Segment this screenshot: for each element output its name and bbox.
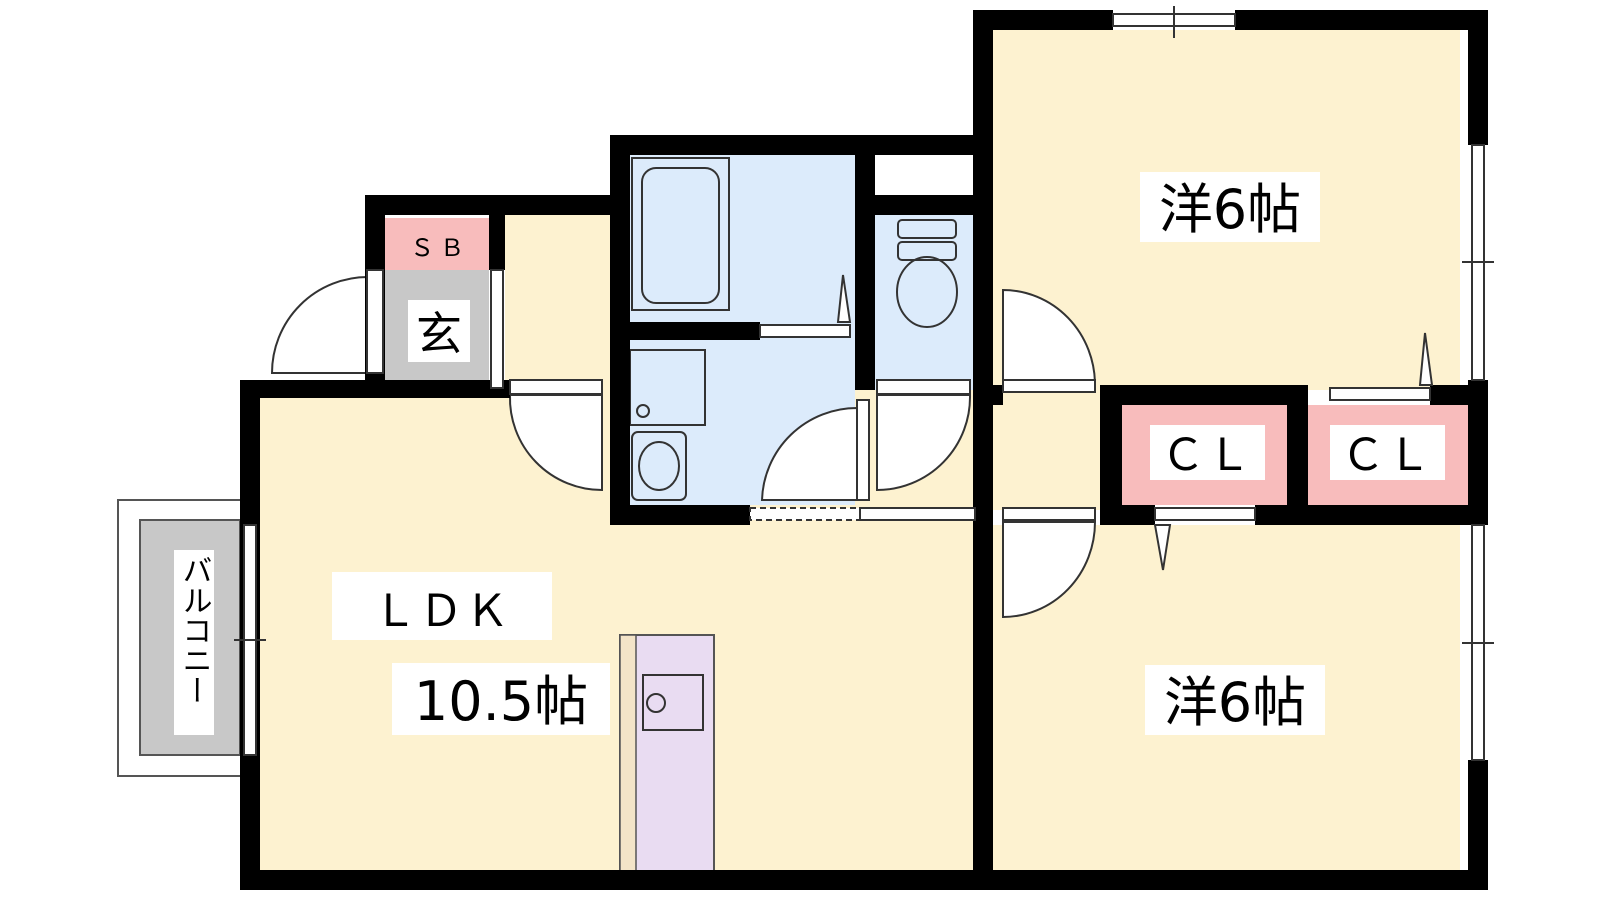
washbasin-tap [636, 404, 650, 418]
western-room-2-label: 洋6帖 [1164, 671, 1306, 734]
ldk-label: ＬＤＫ [373, 586, 511, 637]
toilet-tank [897, 219, 957, 239]
wall-closet-bottom-b [1255, 505, 1480, 525]
toilet-bowl [896, 256, 958, 328]
closet2-opening-mark [1418, 332, 1434, 386]
balcony-label: バルコニー [177, 555, 212, 705]
closet-2-label: ＣＬ [1341, 430, 1433, 481]
toilet-seat-back [897, 241, 957, 261]
entrance-door-leaf [366, 269, 384, 374]
bathtub-outer [631, 157, 730, 311]
kitchen-drain [646, 693, 666, 713]
kitchen-sink [642, 674, 704, 731]
wall-closet-left [1100, 385, 1122, 525]
toilet-door-leaf [876, 379, 971, 395]
corridor-floor [505, 215, 610, 390]
room1-label-bg [1140, 172, 1320, 242]
wall-closet-top-b [1430, 385, 1480, 405]
closet1-label-bg [1150, 425, 1265, 480]
labels: 洋6帖 洋6帖 ＬＤＫ 10.5帖 ＣＬ ＣＬ ＳＢ 玄 [332, 172, 1445, 735]
shoe-box-label: ＳＢ [410, 234, 470, 262]
wall-bath-left [610, 135, 630, 525]
closet2-label-bg [1330, 425, 1445, 480]
openings [234, 6, 1494, 761]
wall-right-c [1468, 760, 1488, 890]
wall-wet-bottom [610, 505, 750, 525]
washing-machine-drum [638, 441, 680, 491]
wall-top-right-b [1235, 10, 1488, 30]
shoe-box-floor [385, 218, 489, 270]
bathtub-inner [641, 167, 720, 304]
closet2-door [1329, 387, 1431, 401]
wall-ldk-right-stub [973, 385, 1003, 405]
wet-bottom-leaf [749, 507, 861, 521]
room2-label-bg [1145, 665, 1325, 735]
room2-door-leaf [1002, 507, 1096, 521]
closet1-opening-mark [1153, 524, 1172, 571]
wall-entrance-right [489, 215, 505, 270]
washing-machine-pan [631, 431, 687, 501]
western-room-1-label: 洋6帖 [1159, 178, 1301, 241]
wall-bath-divider [630, 322, 760, 340]
washroom-door-leaf [856, 399, 870, 501]
washroom-door-swing [760, 406, 858, 501]
door-swings [270, 275, 1097, 619]
hall-bottom-leaf [859, 507, 976, 521]
wall-toilet-top [875, 195, 985, 215]
toilet-floor [875, 215, 975, 390]
closet1-door [1154, 507, 1256, 521]
bath-door-leaf [759, 324, 851, 338]
entrance-right-jamb [490, 269, 504, 389]
ldk-door-swing [508, 394, 603, 492]
wall-right-b [1468, 380, 1488, 525]
wall-entrance-top [365, 195, 615, 215]
wall-closet-top [1100, 385, 1300, 405]
ldk-size-label: 10.5帖 [414, 670, 588, 733]
kitchen-edge [619, 634, 637, 876]
room1-door-leaf [1002, 379, 1096, 393]
walls [240, 10, 1488, 890]
wall-bath-top [610, 135, 980, 155]
room1-door-swing [1002, 288, 1097, 386]
room2-door-swing [1002, 521, 1097, 619]
ldk-label1-bg [332, 572, 552, 640]
bathroom-floor [630, 155, 855, 340]
ldk-door-leaf [509, 379, 603, 395]
wall-closet-mid [1287, 385, 1308, 525]
front-door-swing [270, 275, 369, 374]
wall-closet-bottom-a [1100, 505, 1155, 525]
wall-bottom [240, 870, 1488, 890]
wall-bath-right [855, 135, 875, 390]
wall-top-right-a [973, 10, 1113, 30]
bath-opening-mark [836, 274, 852, 323]
wall-right-a [1468, 10, 1488, 145]
wall-center-vertical [973, 10, 993, 890]
ldk-label2-bg [392, 663, 610, 735]
balcony-label-bg [174, 550, 214, 735]
toilet-door-swing [876, 394, 972, 492]
balcony: バルコニー [117, 499, 247, 777]
entrance-label-bg [408, 300, 470, 362]
closet-1-label: ＣＬ [1161, 430, 1253, 481]
entrance-label: 玄 [416, 307, 462, 361]
